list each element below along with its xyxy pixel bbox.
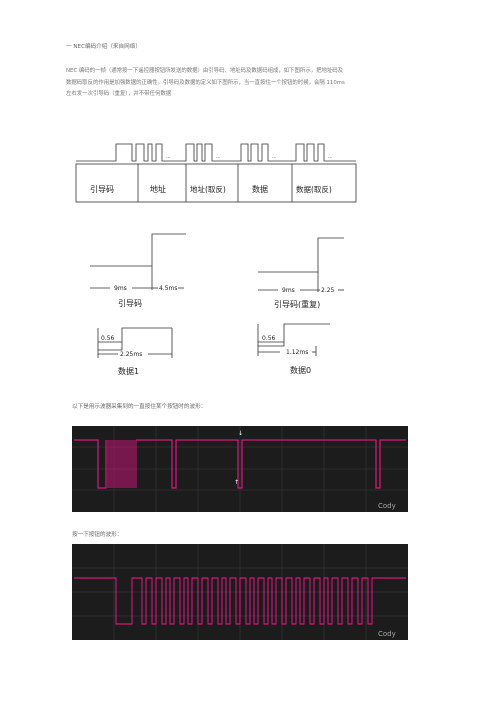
data0-caption: 数据0: [290, 365, 311, 375]
frame-dots-4: ...: [328, 154, 333, 160]
data0-timing-diagram: 0.56 1.12ms 数据0: [257, 323, 330, 375]
svg-text:↓: ↓: [238, 430, 243, 437]
intro-line-2: 数据码取反的作用是加强数据的正确性。引导码及数据的定义如下图所示，当一直按住一个…: [66, 79, 345, 86]
segment-leader: 引导码: [90, 185, 114, 194]
data0-period-label: 1.12ms: [286, 349, 308, 356]
scope-capture-held: ↓ ↑ Cody: [72, 426, 408, 512]
nec-frame-diagram: ... ... ... ... 引导码 地址 地址(取反) 数据 数据(取反): [75, 143, 357, 203]
data1-caption: 数据1: [118, 366, 139, 376]
data1-pulse-label: 0.56: [101, 335, 115, 342]
scope2-watermark: Cody: [378, 630, 396, 638]
data0-pulse-label: 0.56: [262, 335, 276, 342]
scope1-watermark: Cody: [378, 502, 396, 510]
leader-timing-diagram: 9ms 4.5ms 引导码: [90, 233, 186, 308]
leader-caption: 引导码: [118, 299, 142, 308]
repeat-caption: 引导码(重复): [274, 299, 320, 309]
intro-paragraph: NEC 编码的一帧（通常按一下遥控器按钮所发送的数据）由引导码、地址码及数据码组…: [66, 66, 426, 101]
section-heading: 一 NEC编码介绍（来自网络）: [66, 44, 141, 50]
segment-address-inv: 地址(取反): [190, 184, 226, 194]
scope-capture-press: Cody: [72, 544, 408, 640]
segment-data-inv: 数据(取反): [296, 184, 332, 194]
scope2-caption: 按一下按钮的波形：: [72, 532, 123, 538]
leader-low-label: 9ms: [114, 285, 127, 292]
data1-period-label: 2.25ms: [120, 351, 142, 358]
repeat-timing-diagram: 9ms 2.25 引导码(重复): [258, 237, 344, 309]
frame-dots-2: ...: [216, 154, 221, 160]
intro-line-1: NEC 编码的一帧（通常按一下遥控器按钮所发送的数据）由引导码、地址码及数据码组…: [66, 68, 344, 74]
segment-data: 数据: [252, 184, 268, 194]
leader-high-label: 4.5ms: [159, 285, 178, 292]
repeat-low-label: 9ms: [282, 287, 295, 294]
data1-timing-diagram: 0.56 2.25ms 数据1: [97, 327, 173, 376]
frame-dots-3: ...: [272, 154, 277, 160]
segment-address: 地址: [150, 184, 166, 194]
intro-line-3: 左右发一次引导码（重复），并不带任何数据: [66, 91, 172, 97]
repeat-high-label: 2.25: [321, 287, 335, 294]
scope1-caption: 以下是用示波器采集到的一直按住某个按钮时的波形：: [72, 404, 207, 410]
svg-text:↑: ↑: [234, 479, 239, 486]
frame-dots-1: ...: [166, 154, 171, 160]
